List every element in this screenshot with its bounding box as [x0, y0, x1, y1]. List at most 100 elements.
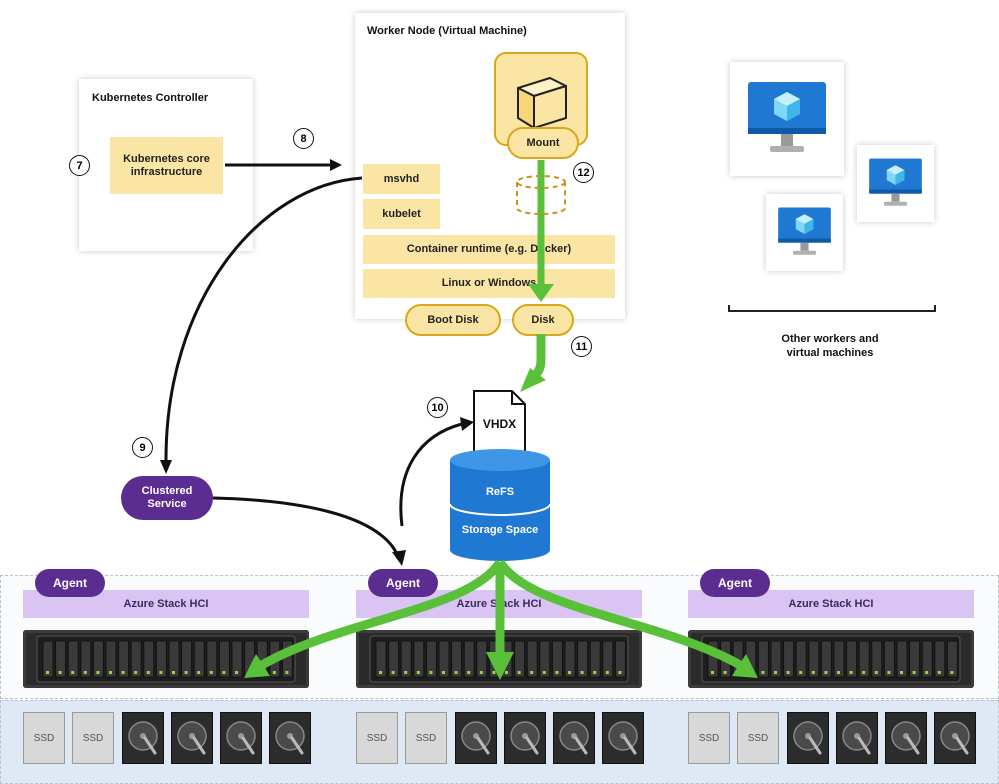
drive-slot [206, 640, 218, 678]
platter-icon [842, 721, 872, 755]
step-9-marker: 9 [132, 437, 153, 458]
drive-led [786, 671, 790, 674]
drive-slot [67, 640, 79, 678]
drive-led [580, 671, 584, 674]
platter-icon [793, 721, 823, 755]
drive-slot [118, 640, 130, 678]
drive-led [404, 671, 408, 674]
os-box: Linux or Windows [363, 269, 615, 298]
drive-led [937, 671, 941, 674]
hdd-disk [504, 712, 546, 764]
drive-led [58, 671, 62, 674]
ssd-disk: SSD [72, 712, 114, 764]
disk-zone [0, 700, 999, 784]
drive-slot [820, 640, 832, 678]
drive-led [736, 671, 740, 674]
drive-slot [92, 640, 104, 678]
hdd-disk [934, 712, 976, 764]
others-label: Other workers and virtual machines [781, 333, 879, 359]
drive-led [379, 671, 382, 674]
others-brace [728, 305, 936, 312]
drive-led [593, 671, 597, 674]
drive-slot [231, 640, 243, 678]
drive-led [925, 671, 929, 674]
vm-monitor-icon [869, 158, 922, 206]
ssd-disk: SSD [23, 712, 65, 764]
drive-slot [130, 640, 142, 678]
ssd-disk: SSD [688, 712, 730, 764]
drive-led [83, 671, 87, 674]
clustered-service-pill: Clustered Service [121, 476, 213, 520]
drive-slot [143, 640, 155, 678]
drive-led [209, 671, 213, 674]
drive-led [272, 671, 276, 674]
drive-led [479, 671, 483, 674]
drive-led [517, 671, 521, 674]
vm-tile-small-right [857, 145, 934, 222]
hdd-disk [455, 712, 497, 764]
cube-icon [517, 77, 567, 129]
drive-led [824, 671, 828, 674]
mount-pill: Mount [507, 127, 579, 159]
drive-led [874, 671, 878, 674]
drive-led [454, 671, 458, 674]
drive-led [222, 671, 226, 674]
drive-led [799, 671, 803, 674]
drive-led [172, 671, 175, 674]
drive-led [71, 671, 75, 674]
drive-led [849, 671, 853, 674]
drive-led [950, 671, 954, 674]
drive-slot [770, 640, 782, 678]
drive-led [912, 671, 916, 674]
database-icon [449, 449, 551, 561]
hdd-disk [220, 712, 262, 764]
platter-icon [128, 721, 158, 755]
drive-led [748, 671, 752, 674]
drive-led [260, 671, 264, 674]
drive-led [887, 671, 891, 674]
platter-icon [177, 721, 207, 755]
drive-slot [757, 640, 769, 678]
drive-slot [833, 640, 845, 678]
platter-icon [510, 721, 540, 755]
vm-monitor-icon [748, 82, 826, 152]
storage-space-label: Storage Space [461, 524, 539, 536]
hdd-disk [836, 712, 878, 764]
drive-led [429, 671, 433, 674]
platter-icon [608, 721, 638, 755]
drive-led [134, 671, 138, 674]
drive-slot [193, 640, 205, 678]
platter-icon [891, 721, 921, 755]
drive-led [505, 671, 508, 674]
drive-led [492, 671, 496, 674]
drive-led [146, 671, 150, 674]
drive-led [618, 671, 622, 674]
drive-slot [909, 640, 921, 678]
step-12-marker: 12 [573, 162, 594, 183]
drive-led [197, 671, 201, 674]
hdd-disk [553, 712, 595, 764]
drive-slot [42, 640, 54, 678]
drive-led [442, 671, 445, 674]
hdd-disk [171, 712, 213, 764]
drive-led [761, 671, 765, 674]
hdd-disk [787, 712, 829, 764]
disk-pill: Disk [512, 304, 574, 336]
drive-led [184, 671, 188, 674]
drive-led [900, 671, 903, 674]
drive-led [391, 671, 395, 674]
drive-led [774, 671, 777, 674]
drive-led [467, 671, 471, 674]
hdd-disk [122, 712, 164, 764]
drive-slot [105, 640, 117, 678]
drive-led [811, 671, 815, 674]
hdd-disk [885, 712, 927, 764]
drive-led [723, 671, 727, 674]
drive-led [416, 671, 420, 674]
vhdx-file: VHDX [472, 389, 527, 459]
vm-tile-small-left [766, 194, 843, 271]
drive-led [285, 671, 289, 674]
drive-led [109, 671, 112, 674]
vhdx-label: VHDX [482, 417, 517, 431]
